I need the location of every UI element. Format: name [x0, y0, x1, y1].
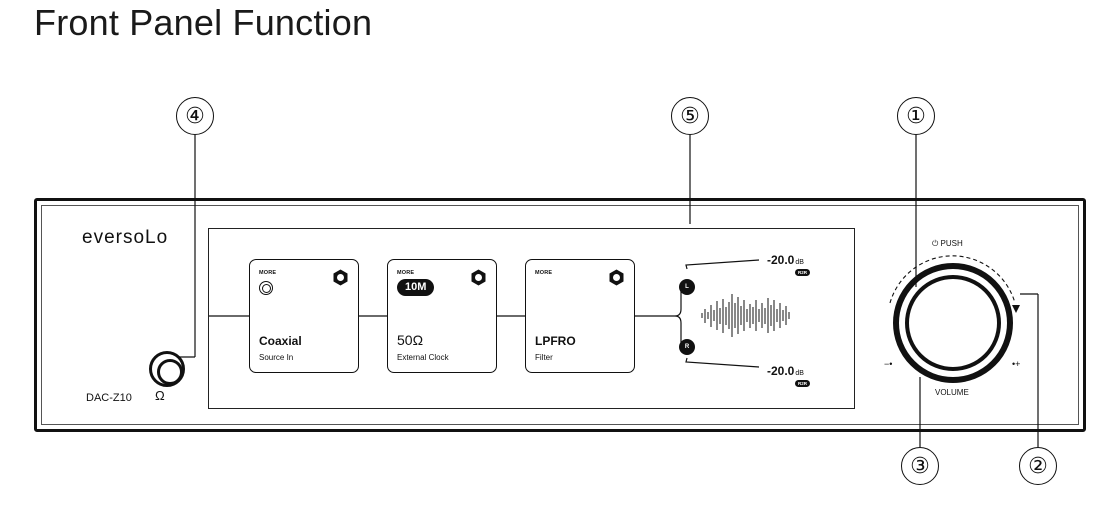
device-inner-frame [41, 205, 1079, 425]
right-level-unit: dB [795, 370, 804, 377]
card-subtitle: External Clock [397, 353, 449, 362]
right-level: -20.0dB [767, 364, 804, 378]
card-more-label: MORE [535, 270, 553, 276]
model-label: DAC-Z10 [86, 392, 132, 404]
settings-icon[interactable] [608, 269, 625, 286]
screen-connectors [209, 259, 790, 368]
push-label: ⏻ PUSH [932, 239, 963, 248]
left-level: -20.0dB [767, 253, 804, 267]
headphone-icon: Ω [155, 388, 165, 403]
coax-icon [259, 281, 273, 295]
callout-1: ① [897, 97, 935, 135]
callout-2: ② [1019, 447, 1057, 485]
left-level-unit: dB [795, 259, 804, 266]
callout-5: ⑤ [671, 97, 709, 135]
page-title: Front Panel Function [34, 2, 373, 43]
settings-icon[interactable] [470, 269, 487, 286]
volume-label: VOLUME [935, 388, 969, 397]
card-filter[interactable]: MORE LPFRO Filter [525, 259, 635, 373]
card-subtitle: Filter [535, 353, 553, 362]
card-source[interactable]: MORE Coaxial Source In [249, 259, 359, 373]
right-dac-badge: R2R [795, 380, 811, 387]
card-clock[interactable]: MORE 10M 50Ω External Clock [387, 259, 497, 373]
device-front-panel: eversoLo DAC-Z10 Ω [34, 198, 1086, 432]
card-more-label: MORE [397, 270, 415, 276]
left-level-value: -20.0 [767, 253, 795, 267]
right-level-value: -20.0 [767, 364, 795, 378]
card-title: 50Ω [397, 332, 424, 348]
brand-logo: eversoLo [82, 227, 169, 248]
card-title: Coaxial [259, 334, 302, 348]
callout-4: ④ [176, 97, 214, 135]
settings-icon[interactable] [332, 269, 349, 286]
callout-3: ③ [901, 447, 939, 485]
clock-badge: 10M [397, 279, 435, 296]
volume-minus-label: −• [884, 359, 893, 369]
card-subtitle: Source In [259, 353, 294, 362]
card-title: LPFRO [535, 334, 576, 348]
volume-plus-label: •+ [1012, 359, 1021, 369]
waveform [701, 294, 790, 337]
right-channel-badge: R [679, 339, 695, 355]
card-more-label: MORE [259, 270, 277, 276]
display-screen: MORE Coaxial Source In MORE 10M 50Ω Exte… [208, 228, 855, 409]
left-channel-badge: L [679, 279, 695, 295]
left-dac-badge: R2R [795, 269, 811, 276]
headphone-jack[interactable] [149, 351, 185, 387]
volume-knob[interactable] [868, 236, 1038, 406]
